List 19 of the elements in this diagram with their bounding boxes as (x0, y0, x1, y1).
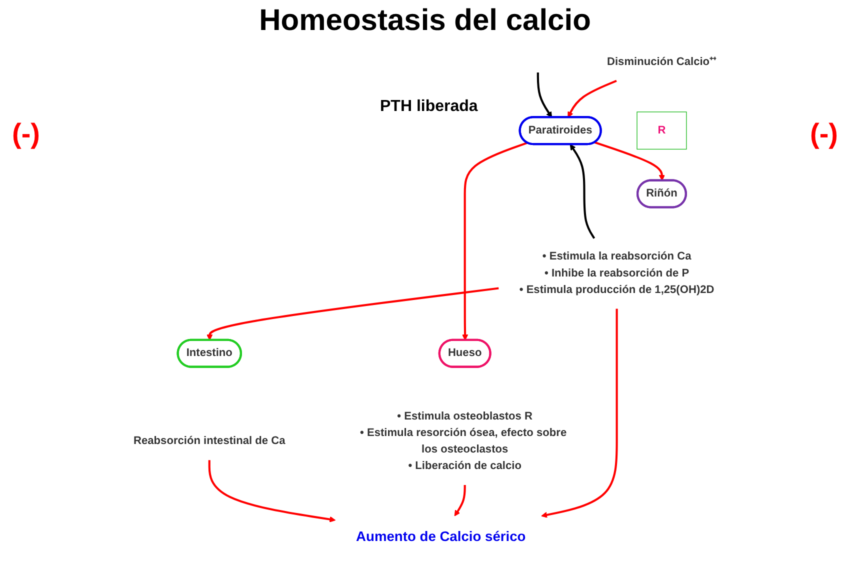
hormone-label: PTH liberada (380, 98, 478, 116)
node-text: Reabsorción intestinal de Ca (134, 435, 286, 447)
arrow (541, 308, 618, 518)
arrow (536, 72, 552, 118)
node-text: • Estimula osteoblastos R • Estimula resorción ósea, efecto sobre los osteoclastos • Liberación de calcio (360, 410, 567, 472)
diagram-title: Homeostasis del calcio (258, 4, 592, 38)
node-text: Aumento de Calcio sérico (356, 529, 526, 544)
arrow (208, 460, 336, 522)
arrow (206, 287, 499, 340)
node-text: Disminución Calcio⁺⁺ (607, 56, 716, 68)
feedback-sign: (-) (810, 118, 838, 150)
arrow (594, 141, 665, 181)
arrow (454, 484, 466, 516)
arrow (570, 144, 596, 239)
arrow (462, 142, 528, 340)
node-text: • Estimula la reabsorción Ca • Inhibe la reabsorción de P • Estimula producción de 1,25(OH)2D (519, 250, 714, 296)
arrow (568, 80, 617, 118)
node-box: R (636, 112, 687, 150)
feedback-sign: (-) (12, 118, 40, 150)
